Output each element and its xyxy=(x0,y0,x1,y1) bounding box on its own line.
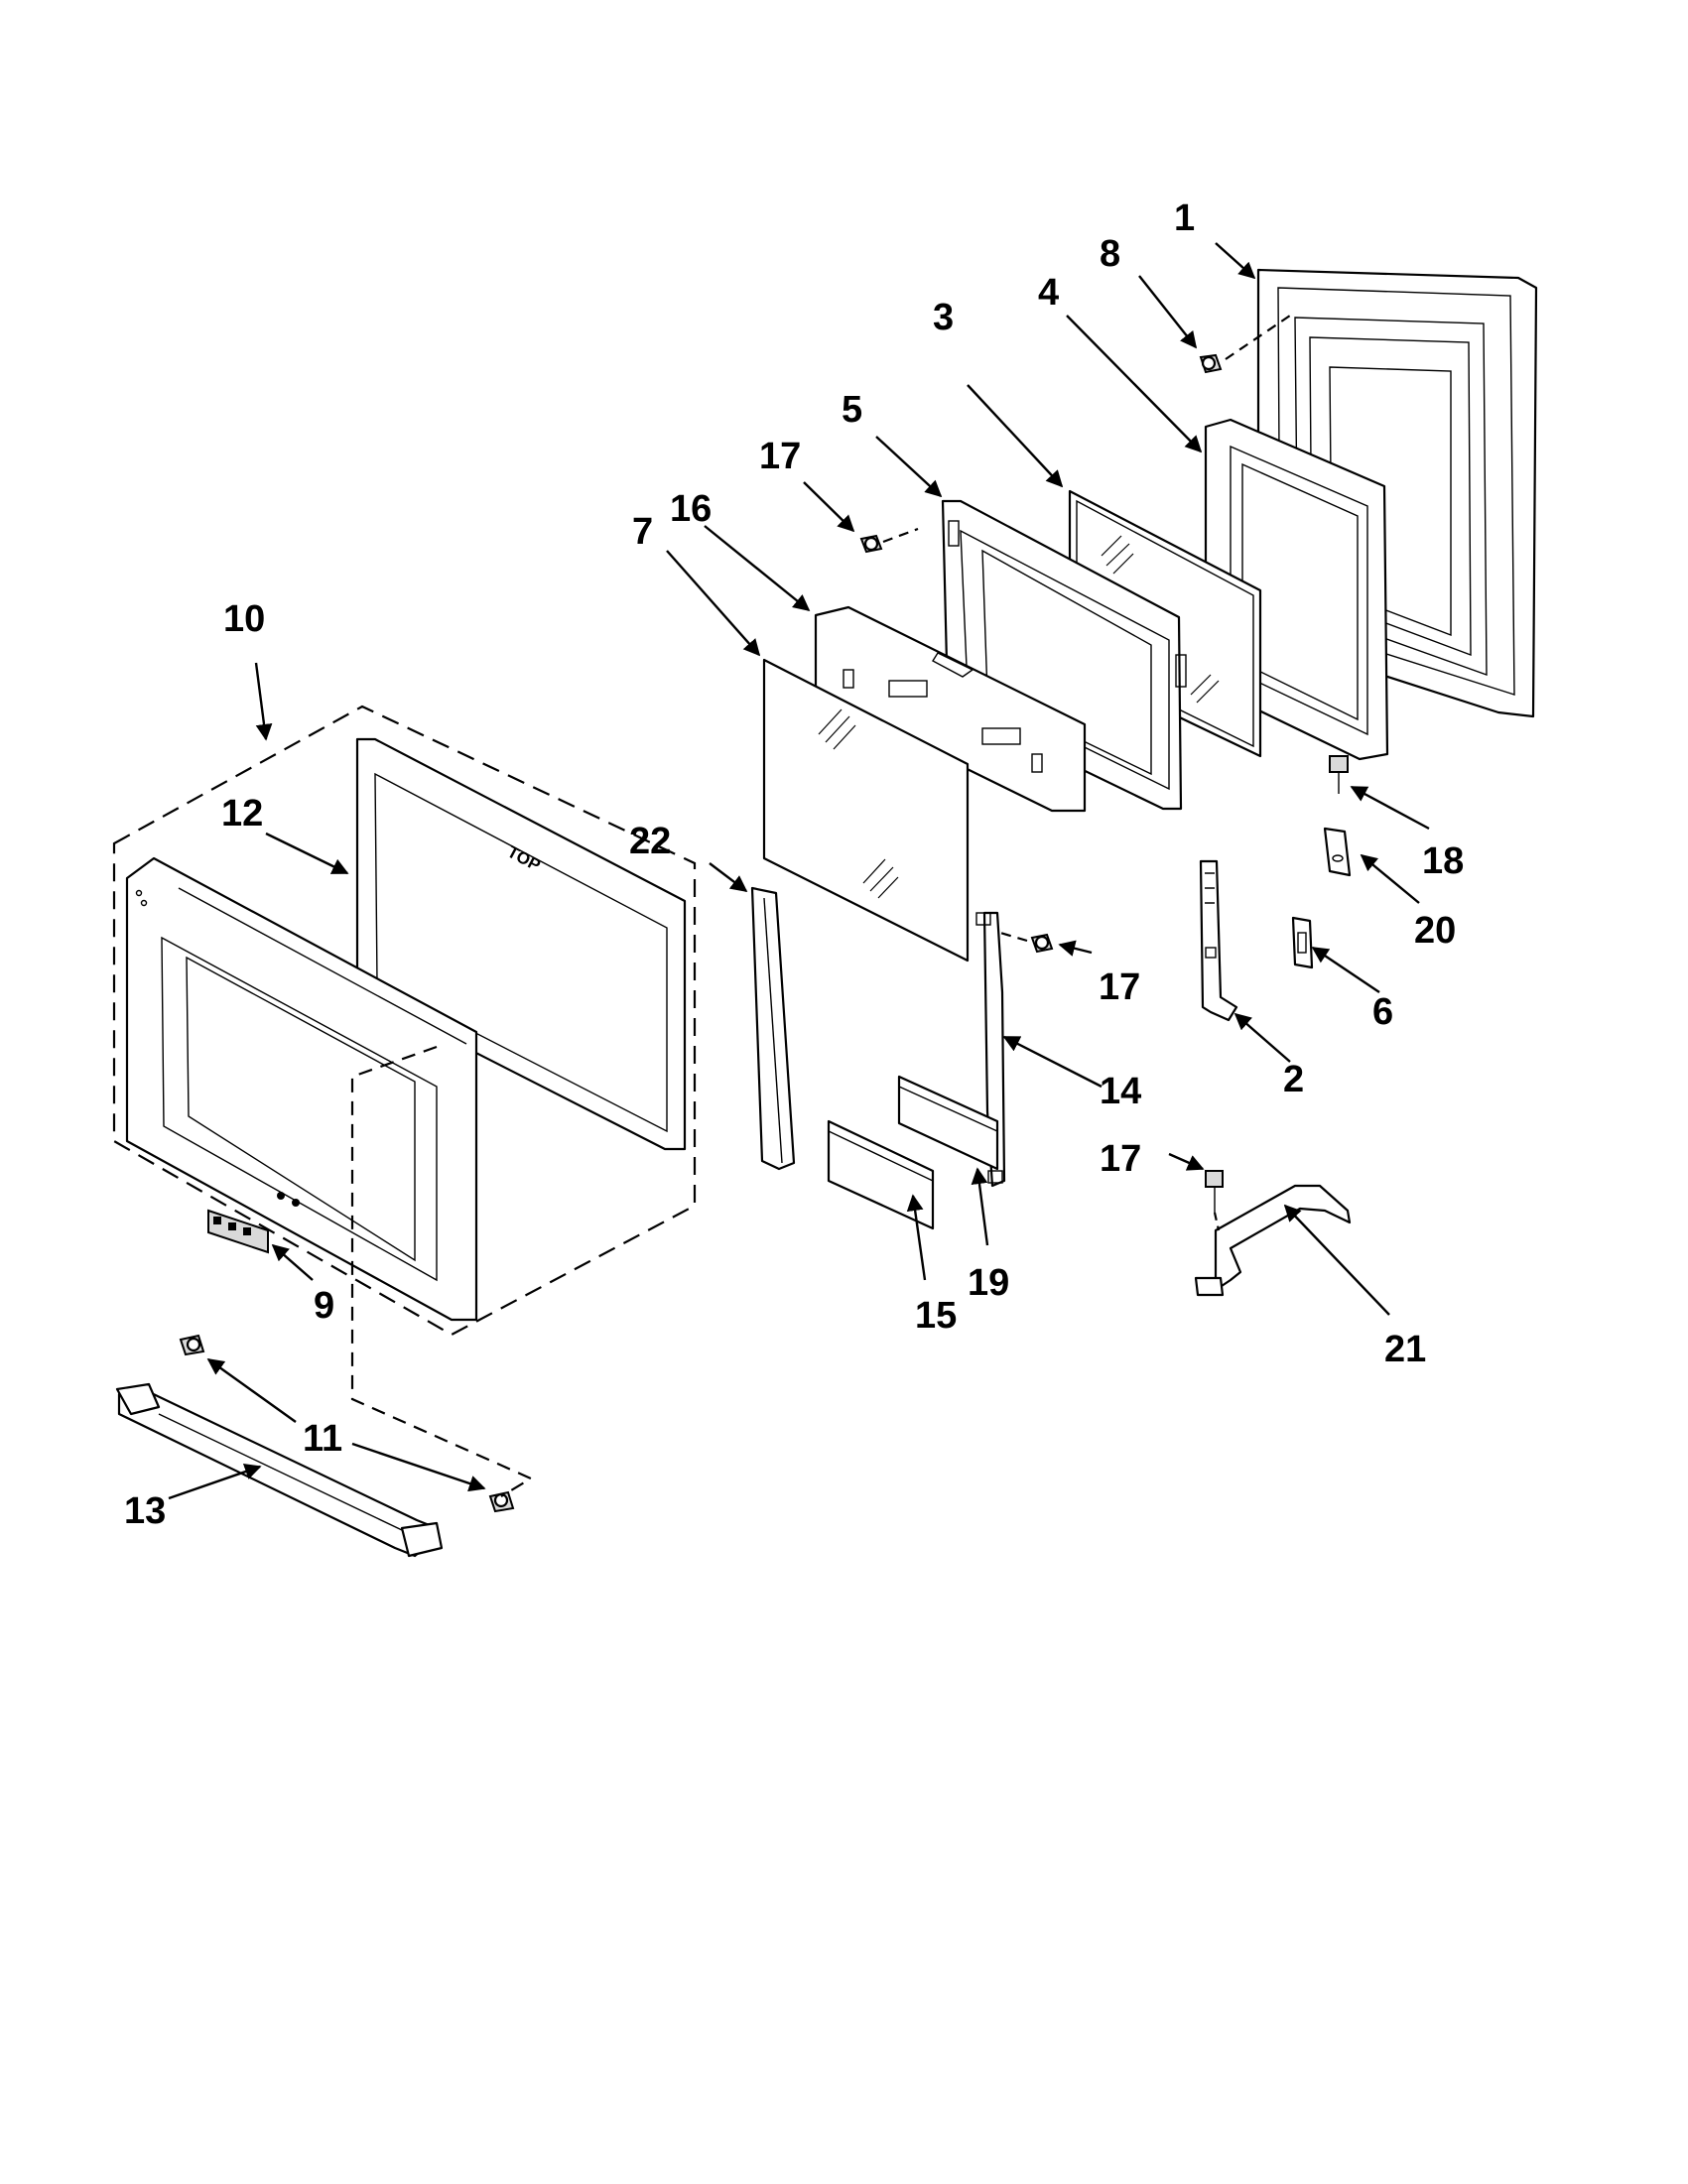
part-8-screw xyxy=(1199,353,1223,374)
part-6-clip xyxy=(1291,916,1314,969)
callout-20: 20 xyxy=(1414,910,1456,952)
callout-17-upper: 17 xyxy=(759,436,801,477)
callout-15: 15 xyxy=(915,1295,957,1337)
callout-14: 14 xyxy=(1100,1071,1141,1112)
callout-1: 1 xyxy=(1174,197,1195,239)
part-21-mount-bracket xyxy=(1194,1184,1352,1297)
callout-5: 5 xyxy=(842,389,862,431)
callout-9: 9 xyxy=(314,1285,334,1327)
callout-18: 18 xyxy=(1422,840,1464,882)
callout-7: 7 xyxy=(632,511,653,553)
callout-17-middle: 17 xyxy=(1099,966,1140,1008)
callout-labels: 1 2 3 4 5 6 7 8 9 10 11 12 13 14 15 16 1… xyxy=(124,197,1464,1532)
callout-11: 11 xyxy=(303,1418,342,1460)
callout-2: 2 xyxy=(1283,1059,1304,1100)
part-2-hinge xyxy=(1199,859,1238,1022)
part-13-handle xyxy=(115,1382,444,1558)
part-17-screw-middle xyxy=(1030,933,1054,954)
part-10-outer-door-panel xyxy=(125,856,478,1322)
leader-lines xyxy=(168,242,1430,1500)
part-15-lower-channel xyxy=(827,1119,935,1230)
alignment-lines xyxy=(350,315,1291,1497)
part-20-bracket xyxy=(1323,827,1352,877)
callout-21: 21 xyxy=(1384,1329,1426,1370)
callout-13: 13 xyxy=(124,1490,166,1532)
callout-8: 8 xyxy=(1100,233,1120,275)
callout-10: 10 xyxy=(223,598,265,640)
callout-4: 4 xyxy=(1038,272,1059,314)
part-9-badge xyxy=(207,1209,269,1254)
callout-19: 19 xyxy=(968,1262,1009,1304)
callout-12: 12 xyxy=(221,793,263,835)
part-18-screw xyxy=(1329,755,1349,794)
part-17-screw-upper xyxy=(859,534,883,554)
part-11-screw-left xyxy=(179,1334,205,1356)
callout-16: 16 xyxy=(670,488,712,530)
part-7-outer-glass xyxy=(762,658,970,963)
callout-17-lower: 17 xyxy=(1100,1138,1141,1180)
callout-3: 3 xyxy=(933,297,954,338)
part-16-heat-shield xyxy=(814,605,1087,813)
callout-22: 22 xyxy=(629,821,671,862)
part-22-side-channel xyxy=(750,886,796,1171)
part-11-screw-right xyxy=(488,1490,515,1513)
part-17-screw-lower xyxy=(1205,1170,1224,1213)
callout-6: 6 xyxy=(1372,991,1393,1033)
part-10-assembly-outline xyxy=(112,705,697,1337)
part-19-bottom-bracket xyxy=(897,1075,999,1171)
